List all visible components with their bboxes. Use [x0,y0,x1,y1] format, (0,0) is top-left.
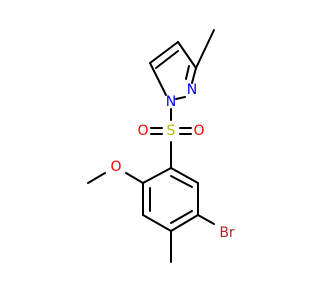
bromine-label: Br [219,225,235,241]
nitrogen-2-label: N [187,82,197,98]
bond-c2-o-methoxy [125,172,144,184]
oxygen-right-label: O [193,123,204,139]
bond-c4-c3 [177,41,197,69]
bond-o-methoxy-methyl [87,172,106,184]
benzene-ring [142,167,199,232]
bond-c5-c4 [149,41,179,64]
bond-c3-n2 [191,67,197,84]
bond-c6-c1-inner [170,175,193,188]
oxygen-methoxy-label: O [110,159,121,175]
nitrogen-1-label: N [166,94,176,110]
bond-n2-n1 [175,96,186,100]
sulfonyl-group [150,108,192,169]
bond-c5-br [197,214,215,225]
oxygen-left-label: O [137,123,148,139]
bond-n1-c5 [149,62,167,96]
bond-c3-n2-inner [185,65,190,80]
bond-c3-c4 [142,214,172,232]
pyrazole-ring [149,29,215,100]
bond-c6-c1 [170,167,199,184]
bond-c4-c5-inner [170,210,193,224]
bond-c3-methyl [195,29,215,69]
bond-c1-c2 [142,167,172,184]
sulfur-label: S [167,123,176,139]
molecule-structure: N N S O O O Br [87,29,235,263]
substituents [87,172,215,263]
bond-c4-c5 [170,214,199,232]
bond-c5-c4-inner [155,50,179,69]
